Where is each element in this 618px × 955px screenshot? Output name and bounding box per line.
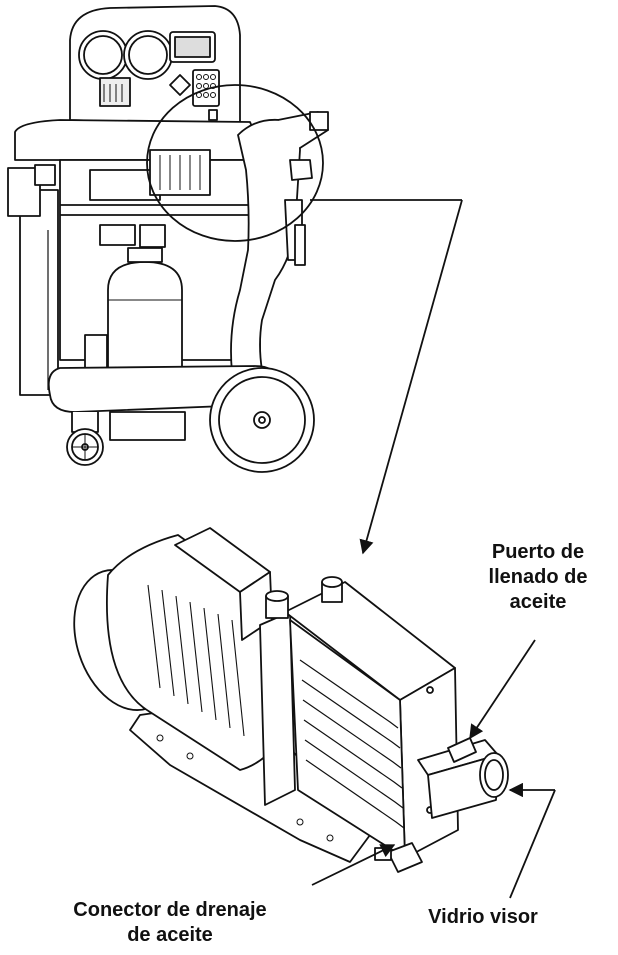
ac-service-machine [7, 5, 329, 473]
refrigerant-tank [107, 261, 183, 373]
printer-slot [99, 77, 131, 107]
zoom-leader [310, 199, 463, 555]
nav-pad [169, 74, 191, 96]
oil-fill-cap [447, 737, 477, 763]
callout-arrows [311, 639, 556, 899]
oil-drain-label-line-1: Conector de drenaje [73, 899, 267, 921]
drain-connector [387, 842, 423, 873]
oil-fill-port-label-line-3: aceite [509, 591, 567, 613]
oil-fill-port-label: Puerto de llenado de aceite [468, 540, 608, 615]
sight-glass-label: Vidrio visor [398, 905, 568, 930]
oil-drain-label-line-2: de aceite [127, 924, 213, 946]
oil-fill-port-label-line-2: llenado de [488, 566, 588, 588]
oil-drain-connector-label: Conector de drenaje de aceite [40, 898, 300, 948]
vacuum-pump [73, 527, 509, 873]
oil-fill-port-label-line-1: Puerto de [491, 541, 585, 563]
sight-glass-label-text: Vidrio visor [428, 906, 538, 928]
detail-callout-circle [146, 84, 324, 242]
